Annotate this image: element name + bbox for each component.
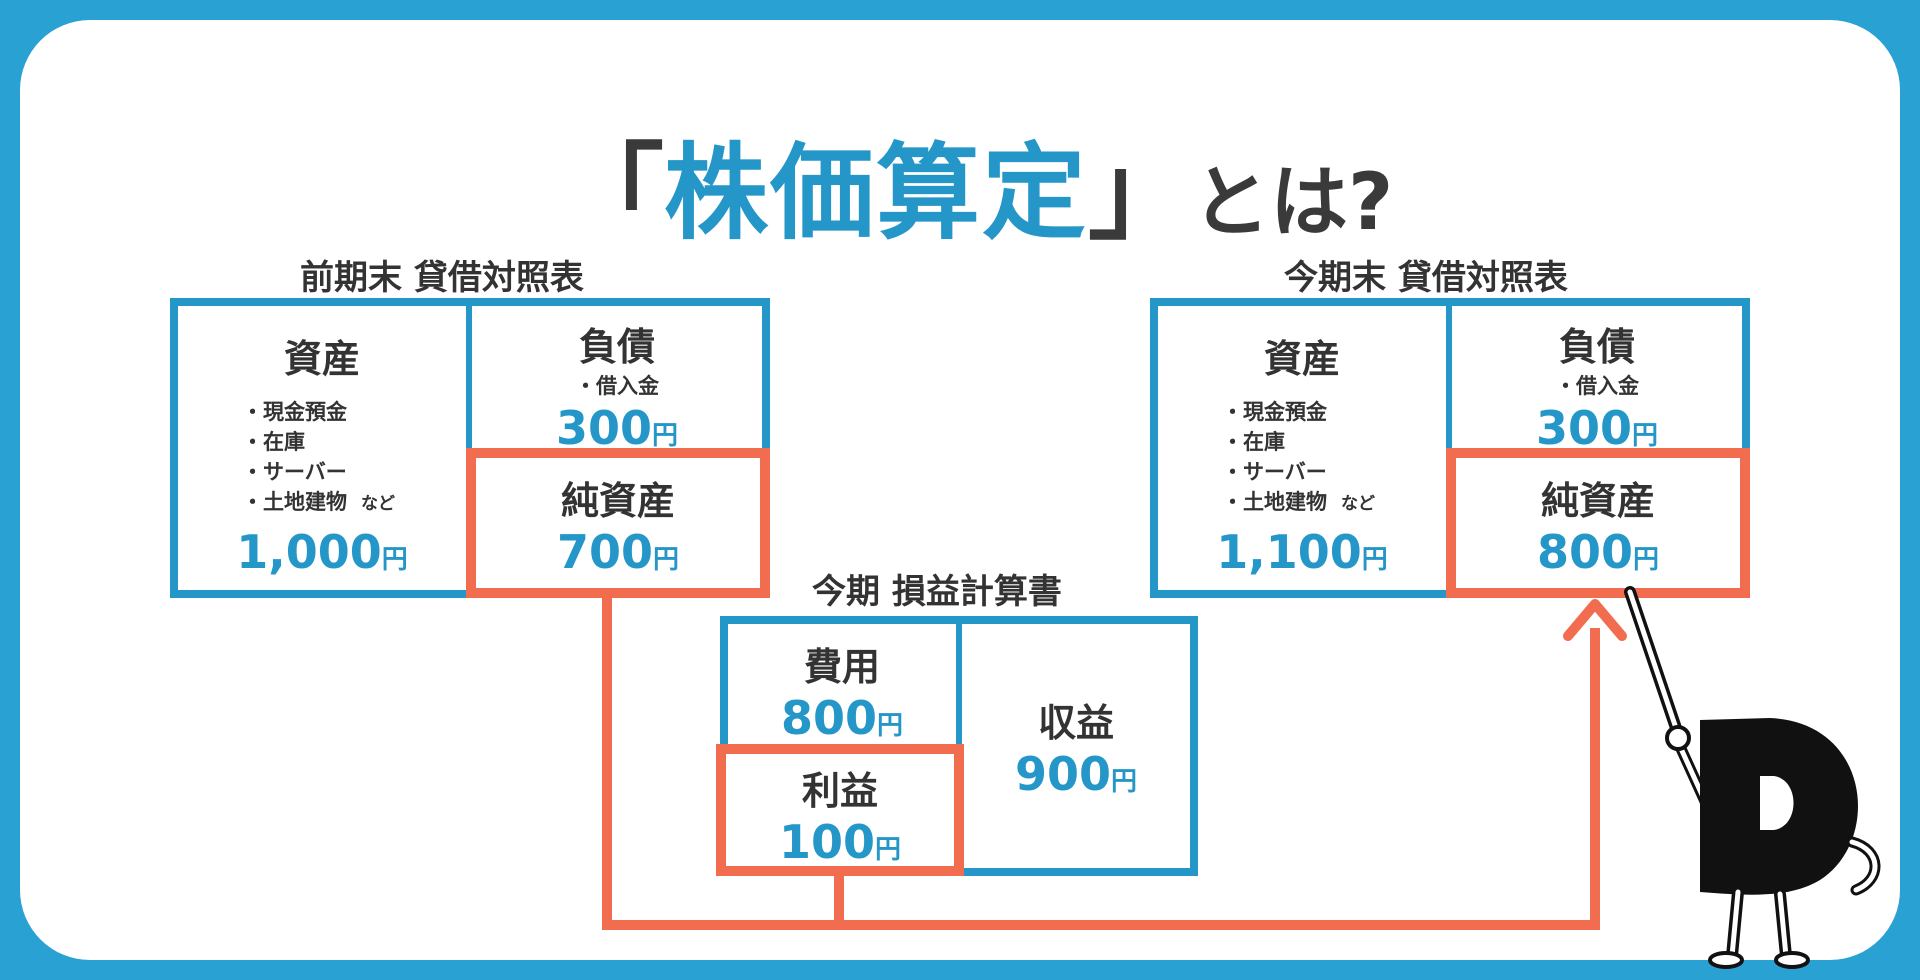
prev-assets-cell: 資産 ・現金預金 ・在庫 ・サーバー ・土地建物など 1,000円 <box>178 328 466 590</box>
prev-net-assets-amount: 700円 <box>476 525 760 579</box>
prev-asset-item: ・サーバー <box>242 460 347 484</box>
expenses-value: 800 <box>780 691 877 745</box>
profit-cell: 利益 100円 <box>726 760 954 870</box>
revenue-value: 900 <box>1014 747 1111 801</box>
flow-line-curr-net-assets <box>1590 628 1600 930</box>
yen-unit: 円 <box>1633 545 1660 575</box>
curr-assets-label: 資産 <box>1263 337 1340 381</box>
curr-liabilities-value: 300 <box>1535 401 1632 455</box>
yen-unit: 円 <box>652 421 679 451</box>
prev-balance-sheet-title: 前期末 貸借対照表 <box>300 258 584 298</box>
curr-asset-item: ・土地建物 <box>1222 490 1327 514</box>
yen-unit: 円 <box>877 711 904 741</box>
curr-liabilities-label: 負債 <box>1558 325 1635 369</box>
prev-assets-list: ・現金預金 ・在庫 ・サーバー ・土地建物など <box>178 397 466 519</box>
prev-asset-item: ・現金預金 <box>242 400 347 424</box>
prev-assets-etc: など <box>361 494 395 514</box>
yen-unit: 円 <box>1632 421 1659 451</box>
income-statement-title: 今期 損益計算書 <box>812 572 1062 612</box>
profit-label: 利益 <box>801 769 878 813</box>
expenses-cell: 費用 800円 <box>728 636 956 746</box>
prev-net-assets-box <box>466 448 770 598</box>
page-title: 「株価算定」とは? <box>560 108 1393 254</box>
profit-amount: 100円 <box>726 815 954 869</box>
curr-net-assets-value: 800 <box>1536 525 1633 579</box>
yen-unit: 円 <box>875 835 902 865</box>
prev-net-assets-cell: 純資産 700円 <box>476 470 760 590</box>
yen-unit: 円 <box>381 545 408 575</box>
revenue-cell: 収益 900円 <box>962 692 1190 802</box>
curr-assets-etc: など <box>1341 494 1375 514</box>
title-suffix: とは? <box>1192 158 1394 248</box>
prev-liabilities-item: ・借入金 <box>575 374 659 398</box>
curr-asset-item: ・現金預金 <box>1222 400 1327 424</box>
yen-unit: 円 <box>1361 545 1388 575</box>
revenue-amount: 900円 <box>962 747 1190 801</box>
prev-liabilities-amount: 300円 <box>472 401 762 455</box>
flow-line-prev-net-assets <box>602 598 612 930</box>
prev-asset-item: ・在庫 <box>242 430 305 454</box>
curr-assets-list: ・現金預金 ・在庫 ・サーバー ・土地建物など <box>1158 397 1446 519</box>
revenue-label: 収益 <box>1037 701 1114 745</box>
prev-net-assets-label: 純資産 <box>560 479 675 523</box>
profit-box <box>716 744 964 876</box>
curr-asset-item: ・在庫 <box>1222 430 1285 454</box>
yen-unit: 円 <box>653 545 680 575</box>
curr-net-assets-box <box>1446 448 1750 598</box>
expenses-amount: 800円 <box>728 691 956 745</box>
arrow-up-icon <box>1563 599 1627 641</box>
prev-liabilities-cell: 負債 ・借入金 300円 <box>472 316 762 455</box>
curr-assets-cell: 資産 ・現金預金 ・在庫 ・サーバー ・土地建物など 1,100円 <box>1158 328 1446 590</box>
curr-asset-item: ・サーバー <box>1222 460 1327 484</box>
d-mascot-pointer-icon <box>1624 586 1881 969</box>
prev-assets-label: 資産 <box>283 337 360 381</box>
title-main: 株価算定 <box>664 132 1089 254</box>
curr-liabilities-item: ・借入金 <box>1555 374 1639 398</box>
curr-net-assets-cell: 純資産 800円 <box>1456 470 1740 590</box>
curr-assets-amount: 1,100円 <box>1158 525 1446 579</box>
prev-assets-value: 1,000 <box>236 525 382 579</box>
prev-liabilities-label: 負債 <box>578 325 655 369</box>
prev-net-assets-value: 700 <box>556 525 653 579</box>
profit-value: 100 <box>778 815 875 869</box>
curr-liabilities-amount: 300円 <box>1452 401 1742 455</box>
prev-asset-item: ・土地建物 <box>242 490 347 514</box>
prev-assets-amount: 1,000円 <box>178 525 466 579</box>
curr-liabilities-cell: 負債 ・借入金 300円 <box>1452 316 1742 455</box>
yen-unit: 円 <box>1111 767 1138 797</box>
curr-balance-sheet-title: 今期末 貸借対照表 <box>1284 258 1568 298</box>
title-open-bracket: 「 <box>560 132 665 254</box>
expenses-label: 費用 <box>803 645 880 689</box>
title-close-bracket: 」 <box>1088 132 1193 254</box>
curr-assets-value: 1,100 <box>1216 525 1362 579</box>
flow-line-bottom <box>602 920 1600 930</box>
prev-liabilities-value: 300 <box>555 401 652 455</box>
curr-net-assets-amount: 800円 <box>1456 525 1740 579</box>
curr-net-assets-label: 純資産 <box>1540 479 1655 523</box>
flow-line-profit <box>834 876 844 930</box>
